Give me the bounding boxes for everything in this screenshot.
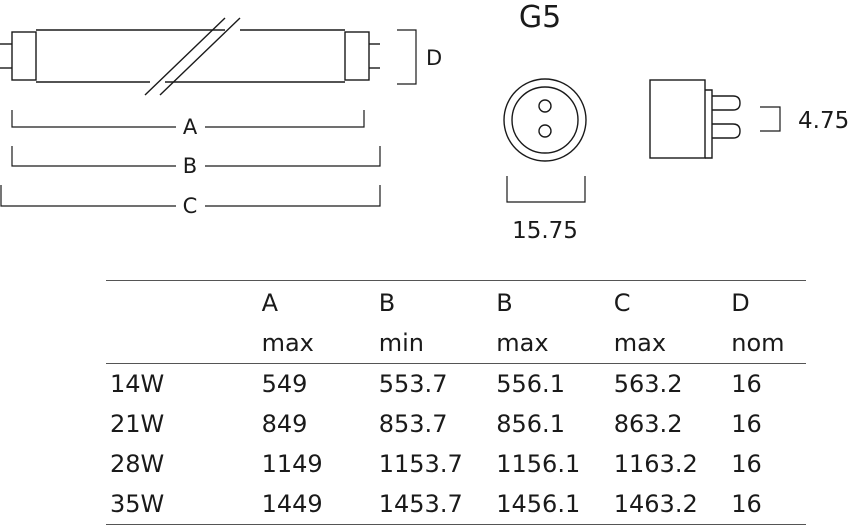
table-cell: 563.2 — [613, 370, 683, 398]
table-row: 21W 849 853.7 856.1 863.2 16 — [106, 404, 806, 444]
table-cell: 16 — [731, 410, 762, 438]
table-header-row: A B B C D — [106, 281, 806, 324]
table-cell: 549 — [261, 370, 308, 398]
table-cell: 1463.2 — [613, 484, 732, 525]
base-title: G5 — [519, 0, 561, 35]
table-cell: 1456.1 — [496, 484, 614, 525]
dimension-base-diameter: 15.75 — [506, 176, 586, 244]
header-cell — [106, 281, 262, 324]
table-cell: 856.1 — [496, 410, 565, 438]
dimension-table: A B B C D max min max max nom 14W 549 55… — [106, 280, 806, 525]
table-cell: 16 — [731, 450, 762, 478]
table-cell: 1156.1 — [496, 450, 581, 478]
table-cell: 16 — [731, 370, 762, 398]
table-cell: 21W — [110, 410, 165, 438]
table-cell: 16 — [731, 484, 806, 525]
table-cell: 853.7 — [378, 410, 448, 438]
table-cell: 1449 — [261, 484, 379, 525]
header-cell: A — [261, 289, 278, 317]
table-row: 35W 1449 1453.7 1456.1 1463.2 16 — [106, 484, 806, 525]
dim-label-pin-spacing: 4.75 — [798, 108, 849, 134]
tube-side-view — [0, 17, 380, 96]
header-cell: min — [378, 323, 497, 364]
dim-label-base-diameter: 15.75 — [512, 218, 578, 244]
dimension-a: A — [11, 110, 365, 139]
table-cell: 1153.7 — [378, 450, 463, 478]
header-cell: max — [613, 323, 732, 364]
dimension-d: D — [397, 29, 442, 85]
dimension-pin-spacing: 4.75 — [760, 106, 849, 134]
table-cell: 35W — [106, 484, 262, 525]
dim-label-b: B — [183, 154, 197, 178]
header-cell: max — [261, 323, 379, 364]
header-cell: B — [378, 289, 396, 317]
table-cell: 1149 — [261, 450, 323, 478]
base-end-view — [503, 78, 587, 162]
table-cell: 14W — [110, 370, 165, 398]
table-cell: 1163.2 — [613, 450, 698, 478]
table-header-row: max min max max nom — [106, 323, 806, 364]
dim-label-d: D — [426, 46, 442, 70]
header-cell: max — [496, 323, 614, 364]
table-cell: 556.1 — [496, 370, 565, 398]
table-row: 14W 549 553.7 556.1 563.2 16 — [106, 364, 806, 405]
base-side-view — [649, 79, 741, 159]
table-cell: 28W — [110, 450, 165, 478]
header-cell — [106, 323, 262, 364]
dim-label-c: C — [183, 194, 198, 218]
header-cell: nom — [731, 323, 806, 364]
dimension-b: B — [11, 146, 381, 178]
dimension-c: C — [0, 185, 381, 218]
table-cell: 849 — [261, 410, 308, 438]
header-cell: B — [496, 289, 513, 317]
table-cell: 1453.7 — [378, 484, 497, 525]
dim-label-a: A — [183, 115, 198, 139]
header-cell: C — [613, 289, 631, 317]
table-cell: 553.7 — [378, 370, 448, 398]
header-cell: D — [731, 289, 750, 317]
table-row: 28W 1149 1153.7 1156.1 1163.2 16 — [106, 444, 806, 484]
table-cell: 863.2 — [613, 410, 683, 438]
